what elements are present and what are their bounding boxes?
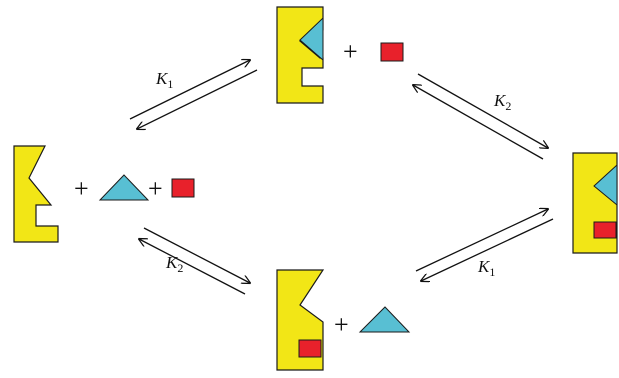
forward-arrow [129, 60, 250, 120]
equilibrium-lower-left: K2 [139, 227, 250, 295]
reverse-arrow [421, 218, 554, 281]
forward-arrow [415, 209, 548, 272]
equilibrium-constant-label: K2 [493, 91, 511, 113]
reverse-arrow [137, 69, 258, 129]
bound-triangle-ligand [593, 163, 618, 207]
triangle-ligand [98, 174, 150, 201]
state-square-bound: + [276, 269, 411, 371]
equilibrium-upper-left: K1 [129, 60, 258, 129]
reverse-arrow [413, 85, 544, 160]
bound-square-ligand [593, 221, 617, 239]
triangle-ligand [358, 306, 411, 333]
equilibrium-constant-label: K2 [165, 253, 183, 275]
plus-sign: + [74, 174, 89, 203]
plus-sign: + [343, 37, 358, 66]
plus-sign: + [148, 174, 163, 203]
state-both-bound [572, 152, 618, 254]
reverse-arrow [139, 239, 246, 295]
bound-triangle-ligand [299, 16, 324, 62]
receptor-triangle-bound [276, 6, 324, 104]
equilibrium-upper-right: K2 [413, 73, 548, 160]
square-ligand [380, 42, 404, 62]
equilibrium-constant-label: K1 [155, 69, 173, 91]
equilibrium-lower-right: K1 [415, 209, 554, 281]
forward-arrow [143, 227, 250, 283]
state-free-receptor: + + [13, 145, 195, 243]
square-ligand [171, 178, 195, 198]
receptor-empty-left [13, 145, 59, 243]
equilibrium-constant-label: K1 [477, 257, 495, 279]
bound-square-ligand [298, 339, 322, 358]
plus-sign: + [334, 310, 349, 339]
state-triangle-bound: + [276, 6, 404, 104]
forward-arrow [417, 73, 548, 148]
